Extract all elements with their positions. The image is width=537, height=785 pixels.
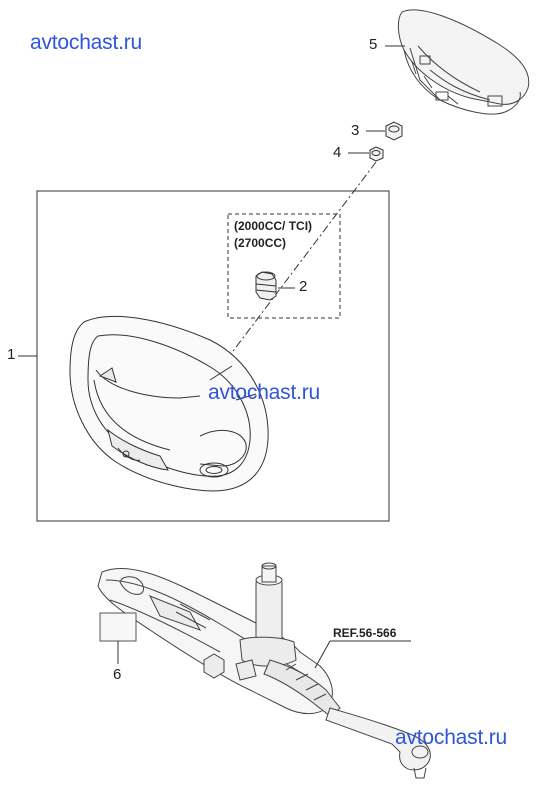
steering-wheel-drawing <box>69 315 269 492</box>
label-part-box <box>99 612 137 642</box>
callout-4: 4 <box>333 144 342 161</box>
callout-1: 1 <box>7 346 16 363</box>
washer-drawing <box>369 146 384 162</box>
steering-gear-drawing <box>97 562 431 779</box>
nut-drawing <box>385 121 403 141</box>
reference-label: REF.56-566 <box>333 626 397 640</box>
ref-leader <box>314 640 331 669</box>
variant-note-line2: (2700CC) <box>234 236 287 250</box>
callout-3: 3 <box>351 122 360 139</box>
watermark-bottom: avtochast.ru <box>395 726 507 749</box>
variant-box <box>227 213 341 319</box>
callout-5: 5 <box>369 36 378 53</box>
callout-2: 2 <box>299 278 308 295</box>
bushing-drawing <box>255 271 277 301</box>
variant-note-line1: (2000CC/ TCI) <box>234 219 313 233</box>
watermark-top: avtochast.ru <box>30 31 142 54</box>
airbag-module-drawing <box>397 9 530 115</box>
watermark-middle: avtochast.ru <box>208 381 320 404</box>
callout-6: 6 <box>113 666 122 683</box>
